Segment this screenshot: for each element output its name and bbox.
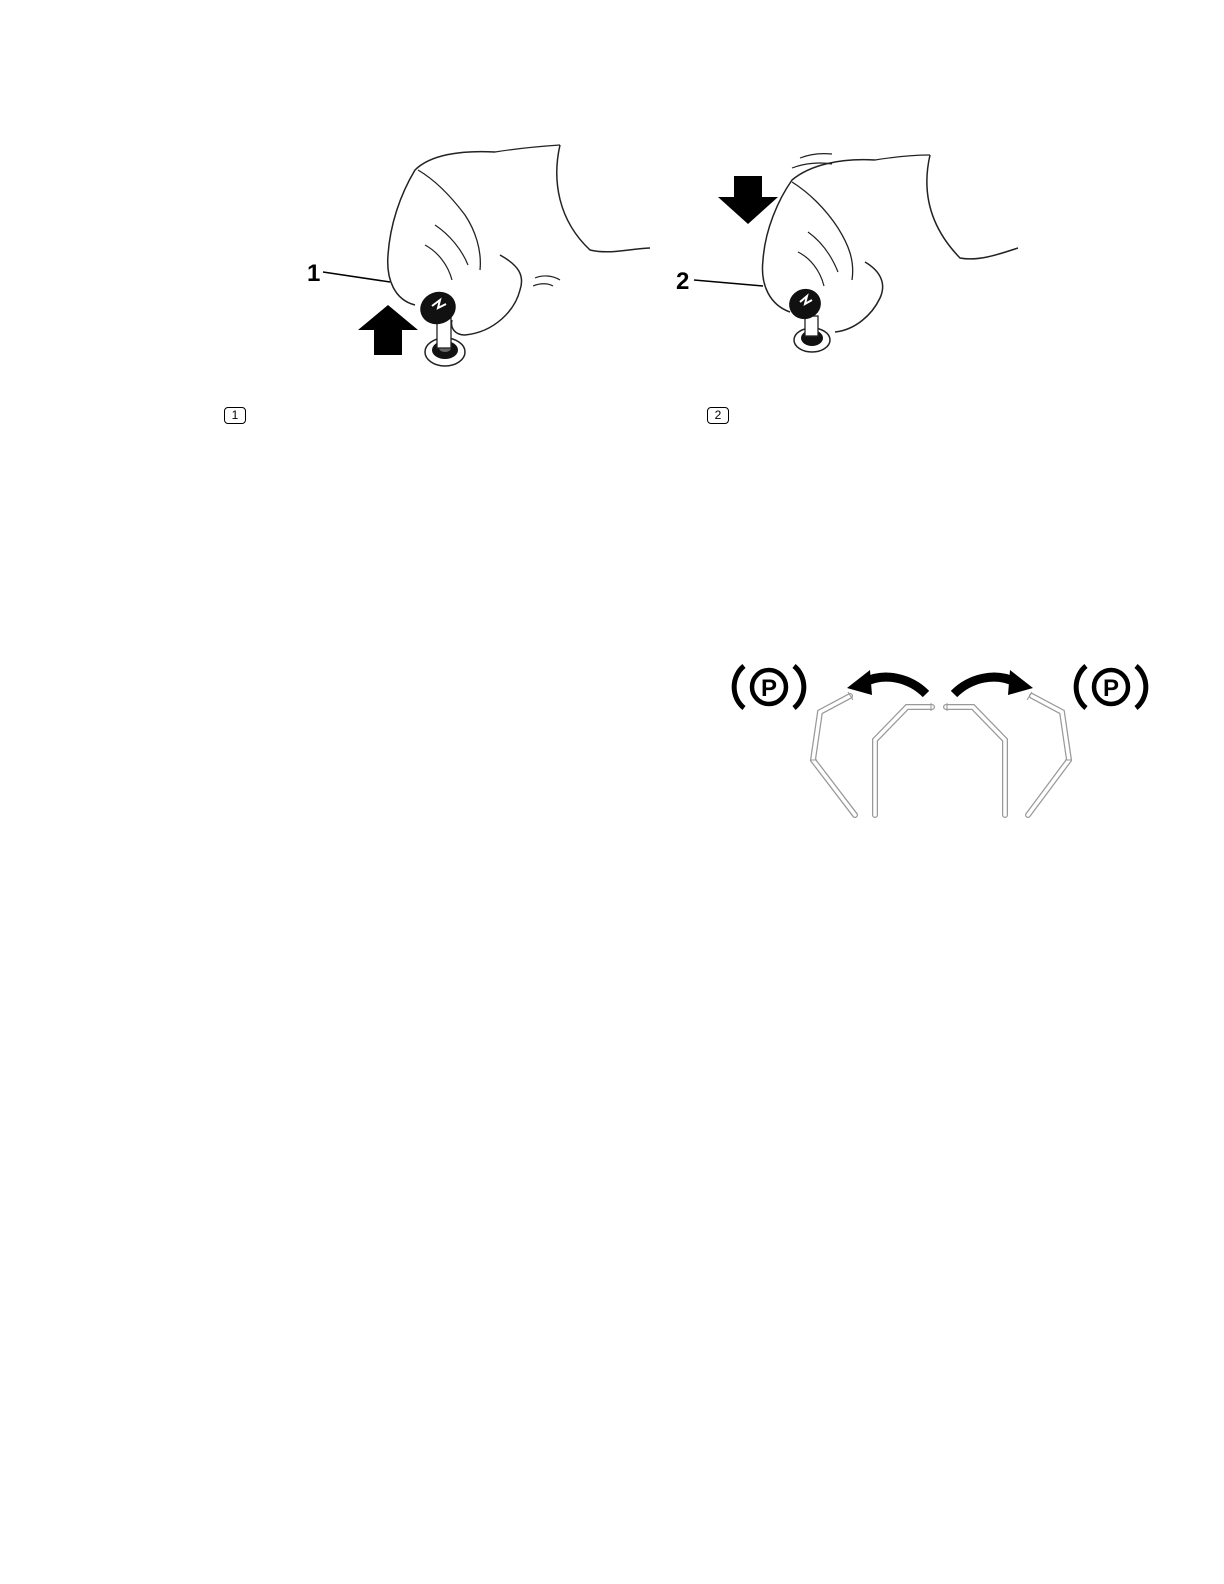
step-badge: 1 — [224, 407, 246, 424]
left-inner-lever — [875, 707, 932, 815]
hand-icon — [660, 140, 1040, 380]
toggle-switch-icon — [785, 284, 830, 352]
figure-brake-levers: P P — [720, 650, 1160, 815]
parking-symbol-letter: P — [761, 675, 777, 702]
hand-icon — [290, 140, 670, 380]
parking-symbol-letter: P — [1103, 675, 1119, 702]
figure-press-toggle: 2 — [660, 140, 1040, 380]
toggle-switch-icon — [416, 287, 465, 366]
curved-arrow-icon — [847, 670, 926, 695]
right-inner-lever — [946, 707, 1005, 815]
up-arrow-icon — [358, 305, 418, 355]
callout-number: 1 — [307, 262, 320, 286]
curved-arrow-icon — [954, 670, 1033, 695]
down-arrow-icon — [718, 176, 778, 224]
callout-number: 2 — [676, 270, 689, 294]
step-badge: 2 — [707, 407, 729, 424]
figure-lift-toggle: 1 — [290, 140, 670, 380]
